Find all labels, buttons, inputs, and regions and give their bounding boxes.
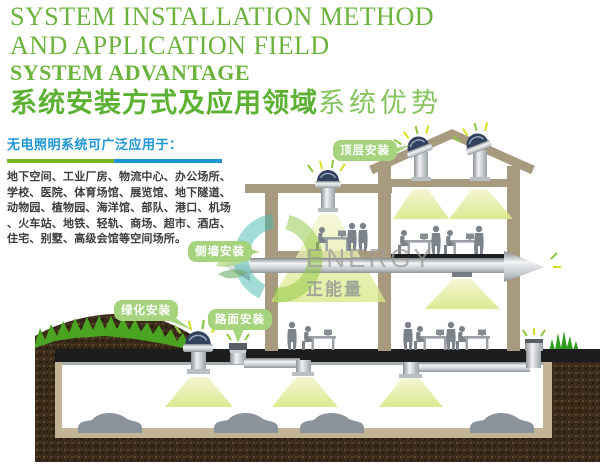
- divider-blue: [114, 159, 222, 163]
- pitched-roof: [369, 129, 535, 175]
- divider-bar: [7, 159, 222, 163]
- sidewalk-collector-right: [522, 328, 546, 351]
- label-side-wall-install: 侧墙安装: [188, 241, 252, 262]
- skylight-tubes: [318, 150, 490, 212]
- label-greening-install: 绿化安装: [114, 300, 178, 321]
- intro-heading: 无电照明系统可广泛应用于：: [7, 137, 183, 152]
- divider-green: [7, 159, 114, 163]
- para-line: 学校、医院、体育场馆、展览馆、地下隧道、: [7, 186, 231, 199]
- attic-beam: [383, 179, 520, 187]
- title-chinese: 系统安装方式及应用领域系统优势: [10, 90, 442, 117]
- intro-paragraph: 地下空间、工业厂房、物流中心、办公场所、 学校、医院、体育场馆、展览馆、地下隧道…: [7, 170, 237, 248]
- intro-block: 无电照明系统可广泛应用于： 地下空间、工业厂房、物流中心、办公场所、 学校、医院…: [7, 134, 237, 248]
- roof-dome-left-building: [307, 159, 346, 189]
- para-line: 、火车站、地铁、轻轨、商场、超市、酒店、: [7, 217, 231, 230]
- label-road-install: 路面安装: [208, 309, 272, 330]
- title-line-1: SYSTEM INSTALLATION METHOD: [10, 2, 435, 31]
- title-chinese-light: 系统优势: [318, 88, 442, 118]
- header: SYSTEM INSTALLATION METHOD AND APPLICATI…: [10, 4, 442, 117]
- para-line: 动物园、植物园、海洋馆、部队、港口、机场: [7, 202, 231, 214]
- light-pipes-underground: [187, 350, 541, 378]
- garage-light-cones: [165, 377, 443, 407]
- title-line-3: SYSTEM ADVANTAGE: [10, 60, 251, 85]
- para-line: 地下空间、工业厂房、物流中心、办公场所、: [7, 171, 231, 183]
- title-chinese-bold: 系统安装方式及应用领域: [10, 88, 318, 118]
- left-building-roof: [245, 184, 392, 193]
- label-roof-install: 顶层安装: [333, 140, 397, 161]
- para-line: 住宅、别墅、高级会馆等空间场所。: [7, 233, 187, 245]
- title-line-2: AND APPLICATION FIELD: [10, 31, 330, 60]
- arrow-right: [504, 251, 545, 282]
